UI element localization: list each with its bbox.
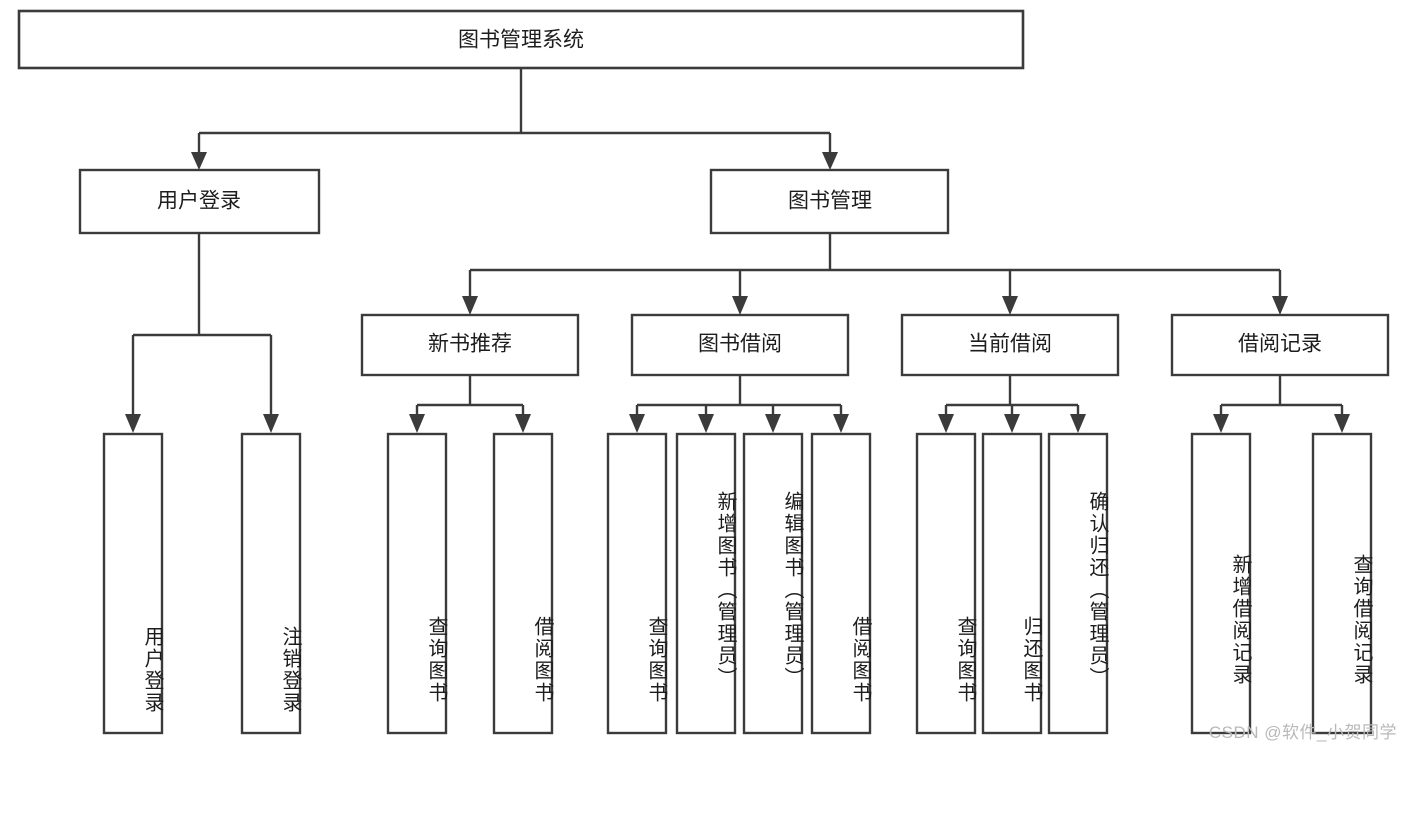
node-book-borrow-label: 图书借阅 (698, 333, 782, 356)
node-new-book-recommend[interactable]: 新书推荐 (360, 313, 580, 377)
connector-new-book-recommend-to-leaves (409, 375, 531, 433)
node-current-borrow[interactable]: 当前借阅 (900, 313, 1120, 377)
node-user-login[interactable]: 用户登录 (78, 168, 321, 235)
leaf-box-borrow-0[interactable] (606, 432, 668, 735)
connector-book-management-to-level2 (462, 233, 1288, 315)
leaf-box-record-0[interactable] (1190, 432, 1252, 735)
connector-borrow-record-to-leaves (1213, 375, 1350, 433)
leaf-box-user-login-0[interactable] (102, 432, 164, 735)
node-borrow-record[interactable]: 借阅记录 (1170, 313, 1390, 377)
node-book-management[interactable]: 图书管理 (709, 168, 950, 235)
leaf-box-current-0[interactable] (915, 432, 977, 735)
csdn-watermark: CSDN @软件_小贺同学 (1208, 723, 1397, 742)
node-root-label: 图书管理系统 (458, 29, 584, 52)
leaf-box-borrow-2[interactable] (742, 432, 804, 735)
flowchart-canvas: 图书管理系统 用户登录 图书管理 (17, 9, 1397, 742)
node-root[interactable]: 图书管理系统 (17, 9, 1025, 70)
node-book-borrow[interactable]: 图书借阅 (630, 313, 850, 377)
leaf-box-current-1[interactable] (981, 432, 1043, 735)
leaf-box-borrow-1[interactable] (675, 432, 737, 735)
connector-book-borrow-to-leaves (629, 375, 849, 433)
leaf-box-current-2[interactable] (1047, 432, 1109, 735)
connector-current-borrow-to-leaves (938, 375, 1086, 433)
node-user-login-label: 用户登录 (157, 190, 241, 213)
node-book-management-label: 图书管理 (788, 190, 872, 213)
leaf-box-recommend-0[interactable] (386, 432, 448, 735)
connector-user-login-to-leaves (125, 233, 279, 433)
leaf-box-record-1[interactable] (1311, 432, 1373, 735)
leaf-box-recommend-1[interactable] (492, 432, 554, 735)
leaf-box-user-login-1[interactable] (240, 432, 302, 735)
node-current-borrow-label: 当前借阅 (968, 333, 1052, 356)
connector-root-to-level1 (191, 68, 838, 170)
node-new-book-recommend-label: 新书推荐 (428, 333, 512, 356)
flowchart-svg: 图书管理系统 用户登录 图书管理 (17, 9, 1390, 735)
node-borrow-record-label: 借阅记录 (1238, 333, 1322, 356)
leaf-box-borrow-3[interactable] (810, 432, 872, 735)
